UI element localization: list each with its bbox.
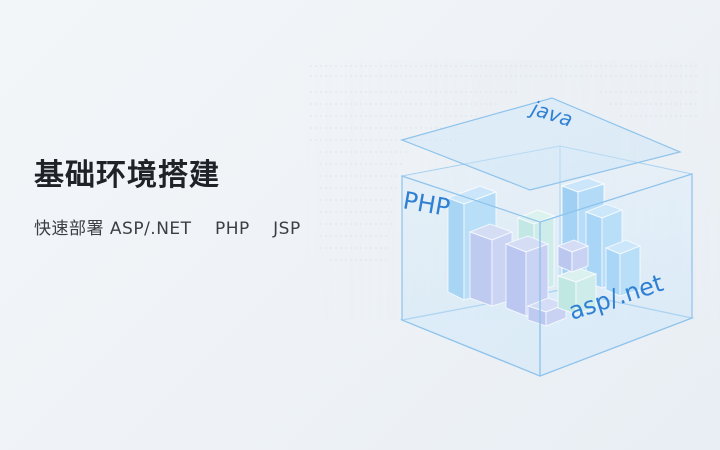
bar-block [556,239,590,273]
bar-block [604,239,642,297]
banner-subtitle: 快速部署 ASP/.NET PHP JSP [34,219,301,239]
banner-title: 基础环境搭建 [34,158,220,193]
data-bars [446,177,642,327]
bar-block [504,235,550,317]
bar-block [556,267,598,315]
bar-block [468,223,514,307]
cube-front-right-face [539,173,693,377]
cube-top-plane [400,97,682,191]
